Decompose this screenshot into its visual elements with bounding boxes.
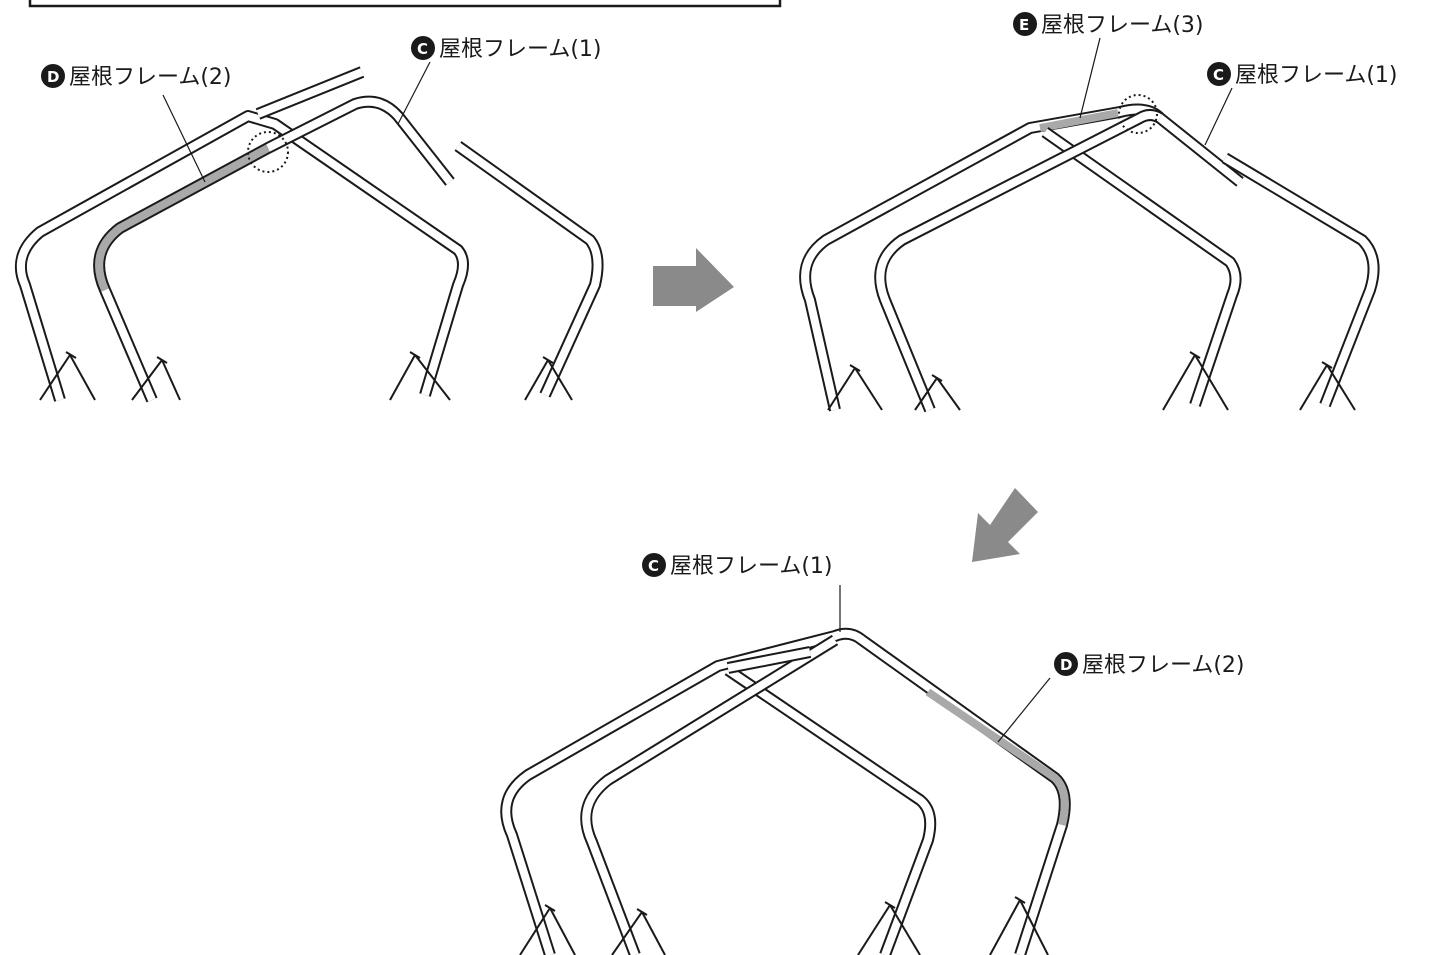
label-d-step1: D 屋根フレーム(2) (41, 64, 232, 183)
svg-text:E: E (1019, 16, 1029, 34)
arrow-right-icon (653, 248, 734, 312)
step1-back-frame (14, 66, 469, 402)
step1-legs (39, 351, 573, 401)
step3-front-frame (580, 634, 839, 955)
svg-text:屋根フレーム(1): 屋根フレーム(1) (670, 554, 833, 579)
step3-legs (519, 896, 1049, 955)
svg-text:D: D (47, 68, 59, 86)
step1-connection-circle (247, 131, 289, 173)
step2-front-frame (874, 109, 1164, 413)
step-2-diagram (799, 94, 1380, 413)
header-box-edge (28, 0, 782, 8)
label-e-step2: E 屋根フレーム(3) (1013, 12, 1204, 119)
step2-right-frame (1221, 152, 1380, 408)
svg-text:屋根フレーム(1): 屋根フレーム(1) (439, 37, 602, 62)
label-c-step3: C 屋根フレーム(1) (642, 553, 841, 632)
step3-back-frame (500, 627, 1071, 955)
step2-connection-circle (1118, 94, 1158, 134)
svg-text:C: C (648, 557, 659, 575)
svg-text:屋根フレーム(1): 屋根フレーム(1) (1235, 63, 1398, 88)
label-d-step3: D 屋根フレーム(2) (997, 652, 1245, 743)
svg-text:屋根フレーム(2): 屋根フレーム(2) (1082, 653, 1245, 678)
step-3-diagram (500, 627, 1071, 955)
step1-right-frame (454, 141, 604, 398)
step-1-diagram (14, 66, 604, 403)
svg-text:C: C (1213, 66, 1224, 84)
arrow-down-left-icon (972, 488, 1038, 562)
svg-text:屋根フレーム(3): 屋根フレーム(3) (1041, 13, 1204, 38)
svg-text:屋根フレーム(2): 屋根フレーム(2) (69, 65, 232, 90)
svg-text:C: C (417, 40, 428, 58)
label-c-step1: C 屋根フレーム(1) (397, 36, 602, 125)
label-c-step2: C 屋根フレーム(1) (1204, 62, 1398, 146)
svg-text:D: D (1060, 656, 1072, 674)
step2-back-frame (799, 103, 1244, 412)
step2-legs (827, 351, 1356, 411)
step1-front-frame (93, 95, 455, 403)
